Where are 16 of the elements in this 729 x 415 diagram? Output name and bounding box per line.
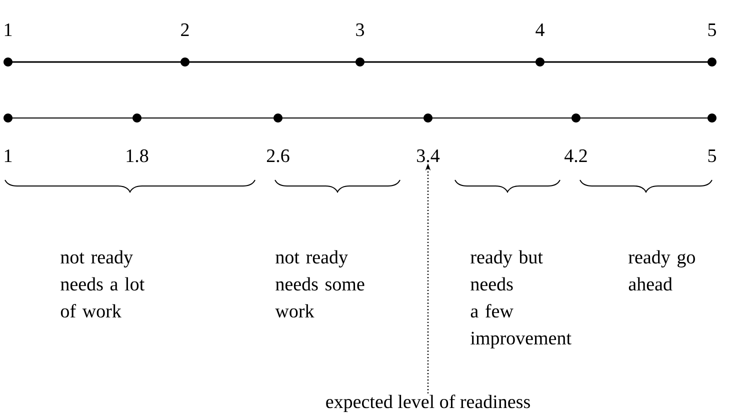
- caption-text: expected level of readiness: [326, 394, 530, 412]
- range-label: ready go ahead: [628, 250, 695, 291]
- scale-number: 1.8: [126, 149, 148, 162]
- scale-number: 4: [536, 24, 544, 36]
- range-label: not ready needs a lot of work: [60, 250, 144, 318]
- scale-number: 3: [356, 23, 364, 36]
- range-label: ready but needs a few improvement: [470, 250, 572, 348]
- scale-number: 5: [708, 24, 716, 36]
- scale-number: 5: [708, 150, 716, 162]
- scale-number: 2: [181, 23, 189, 36]
- scale-number: 1: [4, 149, 12, 162]
- scale-number: 2.6: [266, 149, 290, 162]
- range-label: not ready needs some work: [275, 250, 364, 318]
- scale-number: 4.2: [564, 149, 587, 162]
- scale-number: 3.4: [417, 149, 440, 162]
- scale-number: 1: [4, 23, 12, 36]
